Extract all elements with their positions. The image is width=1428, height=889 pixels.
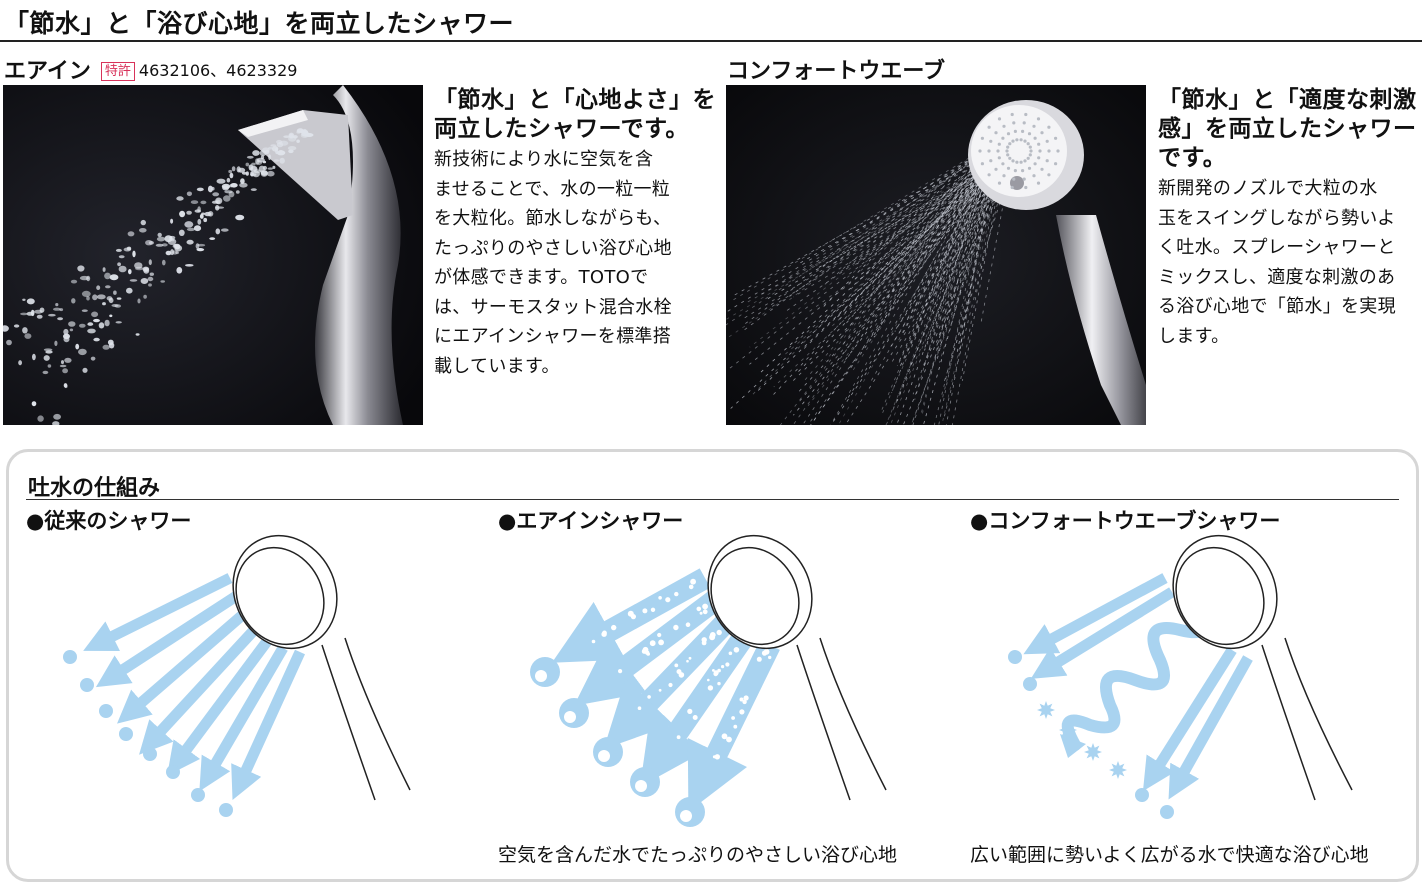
- comfort-body-line: く吐水。スプレーシャワーと: [1158, 237, 1396, 258]
- comfort-diagram: [1008, 534, 1353, 819]
- comfort-shower-label: ●コンフォートウエーブシャワー: [970, 509, 1281, 533]
- airin-body-line: は、サーモスタット混合水栓: [434, 296, 672, 318]
- mechanism-title: 吐水の仕組み: [28, 476, 161, 501]
- comfort-body-line: る浴び心地で「節水」を実現: [1158, 296, 1396, 317]
- airin-caption: 空気を含んだ水でたっぷりのやさしい浴び心地: [498, 844, 898, 866]
- title-divider: [0, 40, 1422, 42]
- airin-body-line: を大粒化。節水しながらも、: [434, 208, 672, 229]
- airin-diagram: [530, 534, 887, 827]
- airin-bubbles: [591, 578, 772, 760]
- airin-shower-head-icon: [707, 534, 887, 801]
- comfort-body-line: 新開発のノズルで大粒の水: [1158, 178, 1378, 199]
- mechanism-divider: [26, 499, 1399, 500]
- comfort-wave-stream: [1061, 599, 1215, 751]
- comfort-caption: 広い範囲に勢いよく広がる水で快適な浴び心地: [970, 844, 1369, 866]
- patent-numbers: 4632106、4623329: [138, 61, 298, 80]
- airin-body-line: たっぷりのやさしい浴び心地: [434, 237, 672, 259]
- mechanism-diagrams: [63, 534, 1353, 827]
- comfort-shower-head-icon: [1172, 534, 1353, 801]
- conventional-diagram: [63, 534, 411, 817]
- comfort-headline-line: です。: [1158, 145, 1227, 171]
- comfort-headline-line: 感」を両立したシャワー: [1158, 116, 1417, 142]
- conventional-drops: [63, 650, 233, 817]
- airin-headline: 「節水」と「心地よさ」を 両立したシャワーです。: [434, 86, 716, 144]
- comfort-wave-shower-photo: [726, 85, 1146, 425]
- comfort-water-arrows: [1023, 573, 1253, 800]
- comfort-section-title: コンフォートウエーブ: [727, 59, 946, 84]
- airin-drop-highlights: [535, 670, 692, 822]
- airin-body-line: にエアインシャワーを標準搭: [434, 326, 671, 347]
- comfort-headline: 「節水」と「適度な刺激 感」を両立したシャワー です。: [1158, 86, 1417, 173]
- page-title: 「節水」と「浴び心地」を両立したシャワー: [4, 9, 515, 38]
- airin-shower-label: ●エアインシャワー: [498, 509, 684, 533]
- conventional-water-arrows: [83, 573, 306, 801]
- mechanism-panel: [6, 449, 1419, 882]
- comfort-wave-arrowhead: [1060, 734, 1086, 758]
- comfort-headline-line: 「節水」と「適度な刺激: [1158, 87, 1417, 113]
- comfort-description: 新開発のノズルで大粒の水 玉をスイングしながら勢いよ く吐水。スプレーシャワーと…: [1158, 174, 1396, 351]
- airin-shower-photo: [3, 85, 423, 425]
- airin-headline-line: 両立したシャワーです。: [434, 116, 689, 142]
- comfort-body-line: します。: [1158, 325, 1230, 347]
- conventional-shower-head-icon: [232, 534, 411, 801]
- airin-description: 新技術により水に空気を含 ませることで、水の一粒一粒 を大粒化。節水しながらも、…: [434, 145, 672, 381]
- conventional-shower-label: ●従来のシャワー: [26, 509, 192, 533]
- airin-body-line: ませることで、水の一粒一粒: [434, 178, 671, 200]
- airin-body-line: 新技術により水に空気を含: [434, 149, 654, 170]
- comfort-drops: [1008, 650, 1174, 819]
- comfort-body-line: ミックスし、適度な刺激のあ: [1158, 266, 1396, 288]
- airin-headline-line: 「節水」と「心地よさ」を: [434, 87, 716, 113]
- airin-body-line: が体感できます。TOTOで: [434, 267, 649, 288]
- patent-badge: 特許: [100, 62, 135, 81]
- airin-name: エアイン: [4, 59, 91, 84]
- airin-body-line: 載しています。: [434, 355, 560, 377]
- comfort-splashes: [1037, 701, 1127, 779]
- comfort-body-line: 玉をスイングしながら勢いよ: [1158, 207, 1396, 229]
